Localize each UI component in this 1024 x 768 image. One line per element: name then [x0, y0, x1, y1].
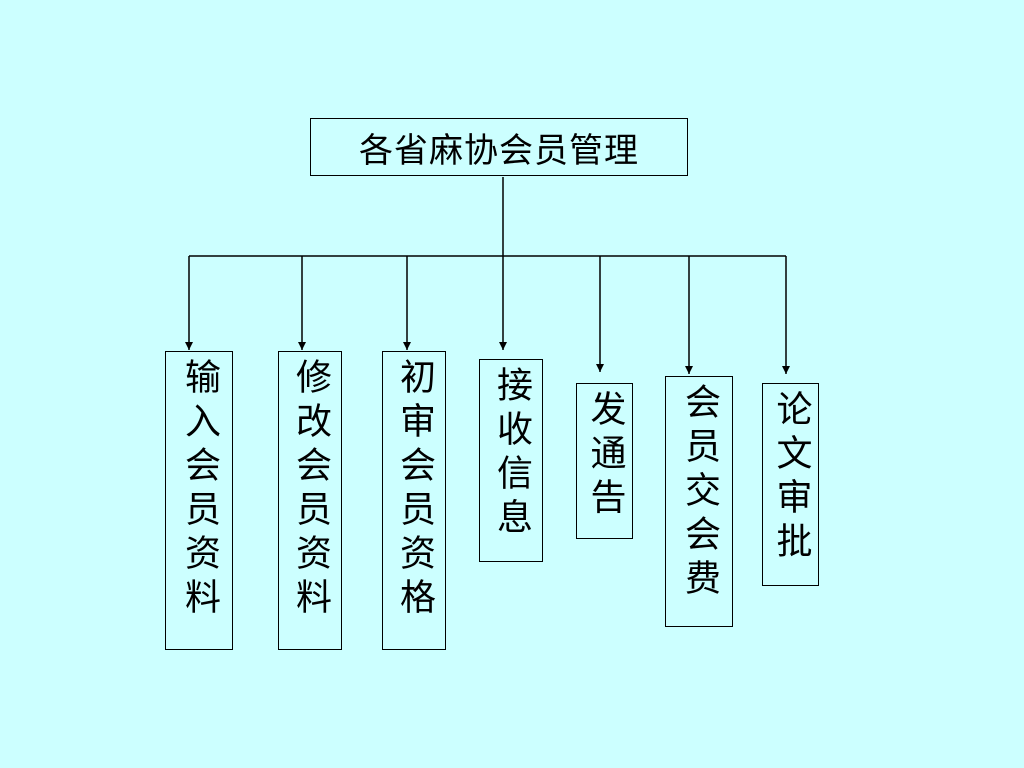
child-node-label: 初审会员资格	[394, 358, 435, 622]
child-node-box: 会员交会费	[665, 376, 733, 627]
child-node-box: 初审会员资格	[382, 351, 446, 650]
root-node-box: 各省麻协会员管理	[310, 118, 688, 176]
child-node-box: 发通告	[576, 383, 633, 539]
child-node-label: 会员交会费	[679, 383, 720, 603]
child-node-box: 输入会员资料	[165, 351, 233, 650]
root-node-label: 各省麻协会员管理	[359, 130, 639, 171]
child-node-label: 输入会员资料	[179, 358, 220, 622]
child-node-box: 修改会员资料	[278, 351, 342, 650]
child-node-label: 发通告	[584, 390, 626, 522]
child-node-box: 论文审批	[762, 383, 819, 586]
child-node-label: 论文审批	[770, 390, 812, 566]
child-node-box: 接收信息	[479, 359, 543, 562]
child-node-label: 修改会员资料	[290, 358, 331, 622]
child-node-label: 接收信息	[491, 366, 532, 542]
